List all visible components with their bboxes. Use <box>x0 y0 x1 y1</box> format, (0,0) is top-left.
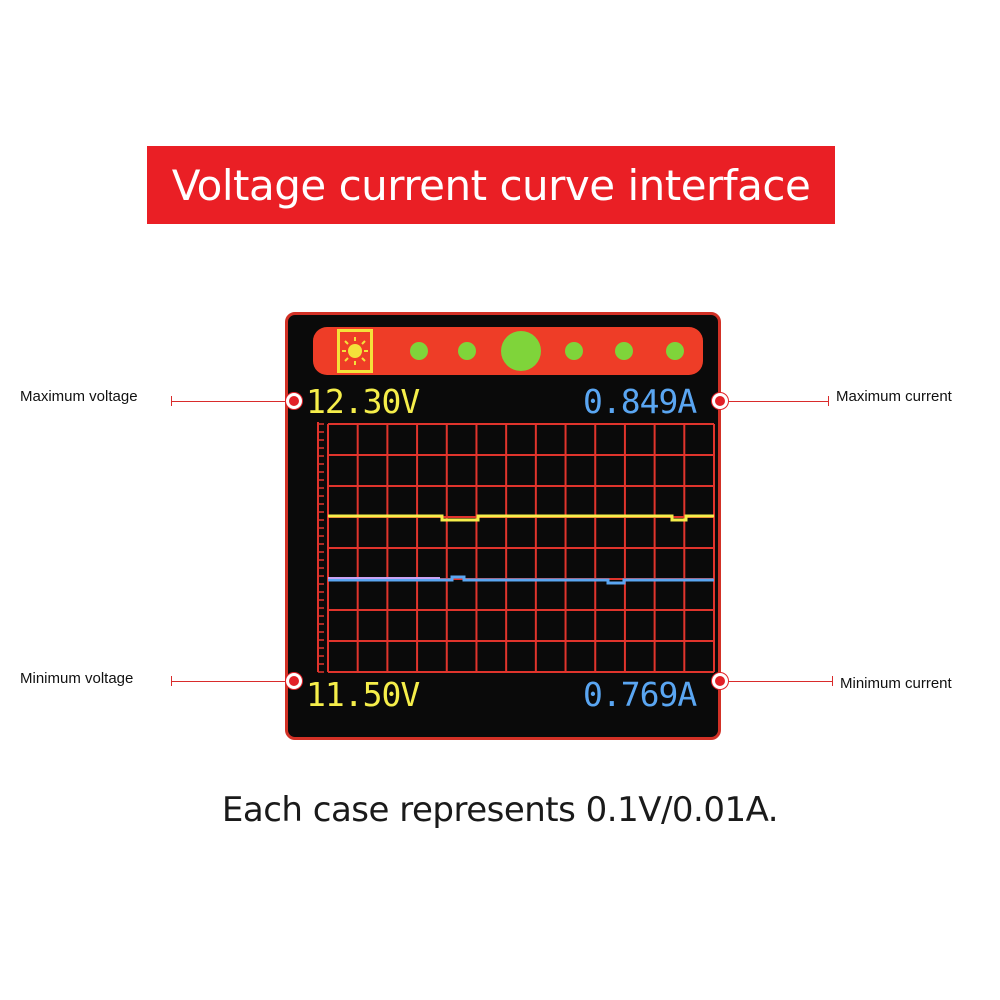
title-banner: Voltage current curve interface <box>147 146 835 224</box>
leader-line <box>728 401 828 402</box>
label-minimum-voltage: Minimum voltage <box>20 670 134 687</box>
max-current-marker <box>712 393 728 409</box>
leader-line <box>728 681 832 682</box>
label-maximum-current: Maximum current <box>836 388 952 405</box>
min-current-marker <box>712 673 728 689</box>
min-voltage-marker <box>286 673 302 689</box>
min-voltage-value: 11.50V <box>306 675 420 714</box>
voltage-curve <box>328 514 714 522</box>
current-curve <box>328 575 714 585</box>
leader-line <box>171 681 287 682</box>
min-current-value: 0.769A <box>583 675 697 714</box>
sun-icon[interactable] <box>337 329 373 373</box>
indicator-dot <box>666 342 684 360</box>
max-voltage-value: 12.30V <box>306 382 420 421</box>
footer-note: Each case represents 0.1V/0.01A. <box>221 790 779 830</box>
axis-ticks <box>318 423 324 673</box>
indicator-dot <box>565 342 583 360</box>
banner-title: Voltage current curve interface <box>171 160 811 210</box>
max-voltage-marker <box>286 393 302 409</box>
label-maximum-voltage: Maximum voltage <box>20 388 138 405</box>
indicator-dot <box>615 342 633 360</box>
leader-tick <box>828 396 829 406</box>
plot-grid <box>327 423 715 673</box>
indicator-dot <box>458 342 476 360</box>
leader-line <box>171 401 287 402</box>
leader-tick <box>832 676 833 686</box>
max-current-value: 0.849A <box>583 382 697 421</box>
indicator-dot <box>410 342 428 360</box>
indicator-dot-large <box>501 331 541 371</box>
label-minimum-current: Minimum current <box>840 675 952 692</box>
